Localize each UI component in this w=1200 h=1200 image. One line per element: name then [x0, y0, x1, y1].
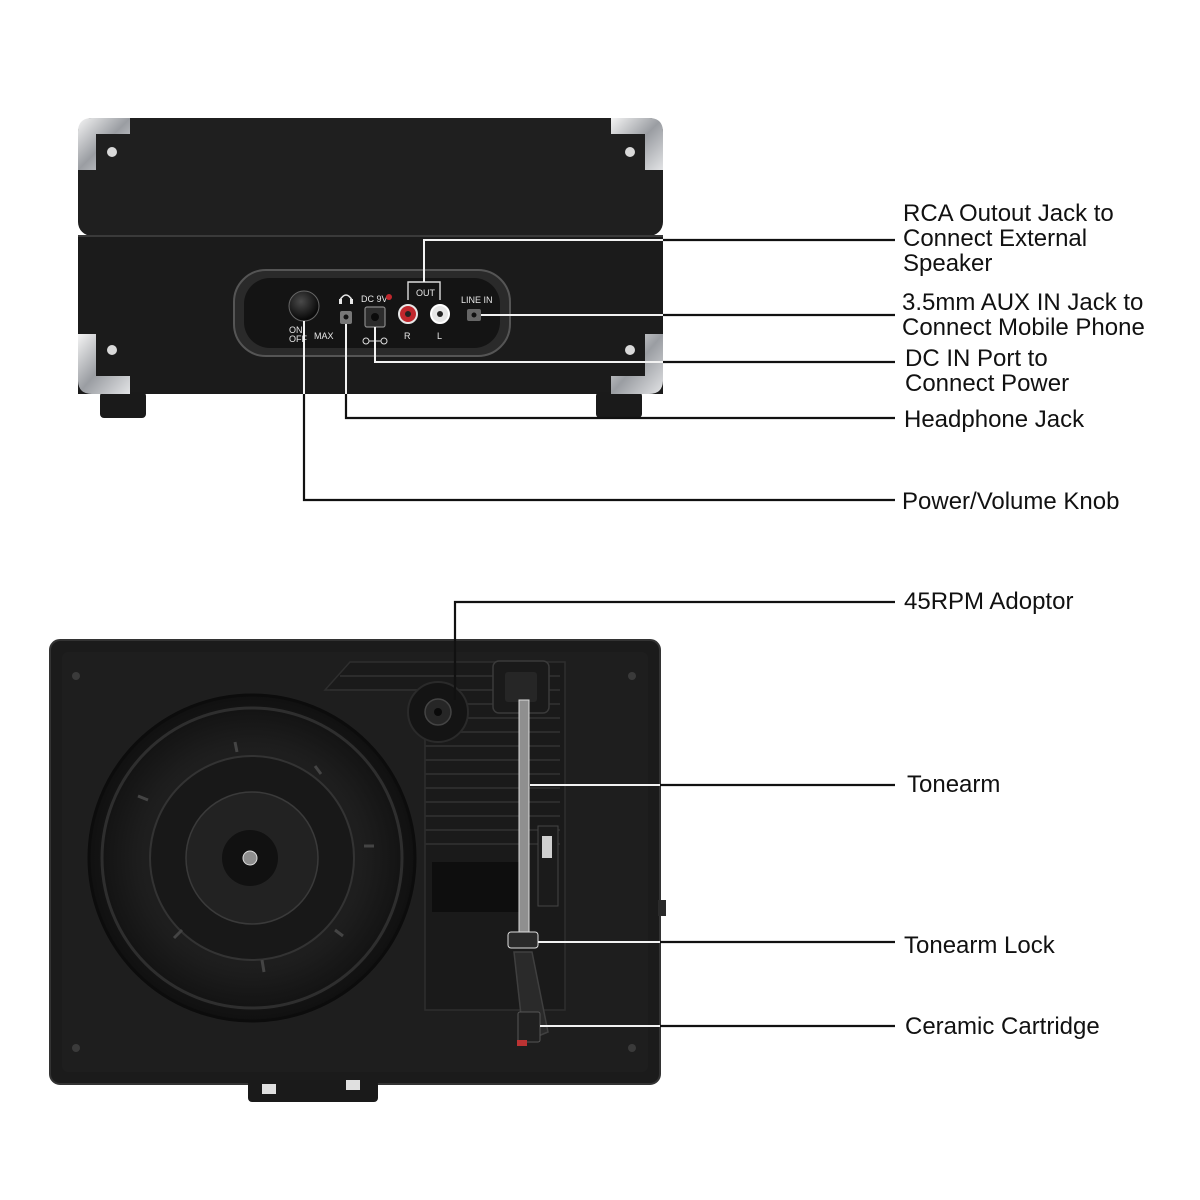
- leader-adaptor: [453, 600, 895, 700]
- adaptor-45rpm-hole: [434, 708, 442, 716]
- rear-rivet: [625, 345, 635, 355]
- callout-tonearm-lock: Tonearm Lock: [904, 932, 1056, 959]
- side-button: [658, 900, 666, 916]
- callout-tonearm: Tonearm: [907, 771, 1000, 798]
- rear-rivet: [107, 345, 117, 355]
- callout-45rpm-adaptor: 45RPM Adoptor: [904, 588, 1073, 615]
- deck-panel: [432, 862, 522, 912]
- cartridge-stylus-tab: [517, 1040, 527, 1046]
- handle-clip: [346, 1080, 360, 1090]
- headphone-jack-hole: [343, 314, 349, 320]
- rear-rivet: [107, 147, 117, 157]
- callout-headphone: Headphone Jack: [904, 406, 1085, 433]
- out-label: OUT: [416, 288, 436, 298]
- rear-foot-right: [596, 392, 642, 418]
- knob-on-label: ON: [289, 325, 303, 335]
- callout-aux-in: 3.5mm AUX IN Jack to Connect Mobile Phon…: [902, 289, 1150, 341]
- leader-rca-inner: [423, 239, 663, 282]
- tonearm[interactable]: [518, 699, 530, 941]
- platter-ring: [100, 706, 404, 1010]
- leader-headphone: [344, 394, 895, 420]
- rear-corner-bottom-right: [611, 334, 663, 394]
- rear-corner-bottom-left: [78, 334, 130, 394]
- rear-foot-left: [100, 392, 146, 418]
- headphone-icon: [339, 294, 353, 304]
- tonearm-lift-label: [542, 836, 552, 858]
- callout-ceramic-cartridge: Ceramic Cartridge: [905, 1013, 1100, 1040]
- callout-rca-out: RCA Outout Jack to Connect External Spea…: [903, 200, 1120, 277]
- rear-case-lid: [78, 118, 663, 236]
- platter-marks: [137, 741, 374, 973]
- knob-off-label: OFF: [289, 334, 307, 344]
- aux-in-jack-hole: [471, 312, 477, 318]
- spindle: [242, 850, 258, 866]
- rca-jack-left-hole: [437, 311, 443, 317]
- case-screw: [628, 1044, 636, 1052]
- dc-in-port-hole: [371, 313, 379, 321]
- rca-jack-right-hole: [405, 311, 411, 317]
- rear-rivet: [625, 147, 635, 157]
- callout-dc-in: DC IN Port to Connect Power: [905, 345, 1069, 397]
- leader-dc-inner: [374, 327, 663, 363]
- callout-power-volume: Power/Volume Knob: [902, 488, 1119, 515]
- top-view: [49, 600, 895, 1102]
- line-in-label: LINE IN: [461, 295, 493, 305]
- rear-corner-top-left: [78, 118, 130, 170]
- dc-label: DC 9V: [361, 294, 388, 304]
- handle-clip: [262, 1084, 276, 1094]
- dc-warning-dot: [386, 294, 392, 300]
- leader-knob: [302, 394, 895, 502]
- power-volume-knob[interactable]: [288, 290, 320, 322]
- rca-r-label: R: [404, 331, 411, 341]
- rca-l-label: L: [437, 331, 442, 341]
- knob-max-label: MAX: [314, 331, 334, 341]
- carry-handle: [248, 1080, 378, 1102]
- case-screw: [72, 1044, 80, 1052]
- tonearm-lock[interactable]: [507, 931, 539, 949]
- tonearm-pivot: [505, 672, 537, 702]
- case-screw: [72, 672, 80, 680]
- rear-view: ON OFF MAX DC 9V OUT R L LINE I: [78, 118, 895, 502]
- ceramic-cartridge[interactable]: [517, 1011, 541, 1043]
- rear-corner-top-right: [611, 118, 663, 170]
- case-screw: [628, 672, 636, 680]
